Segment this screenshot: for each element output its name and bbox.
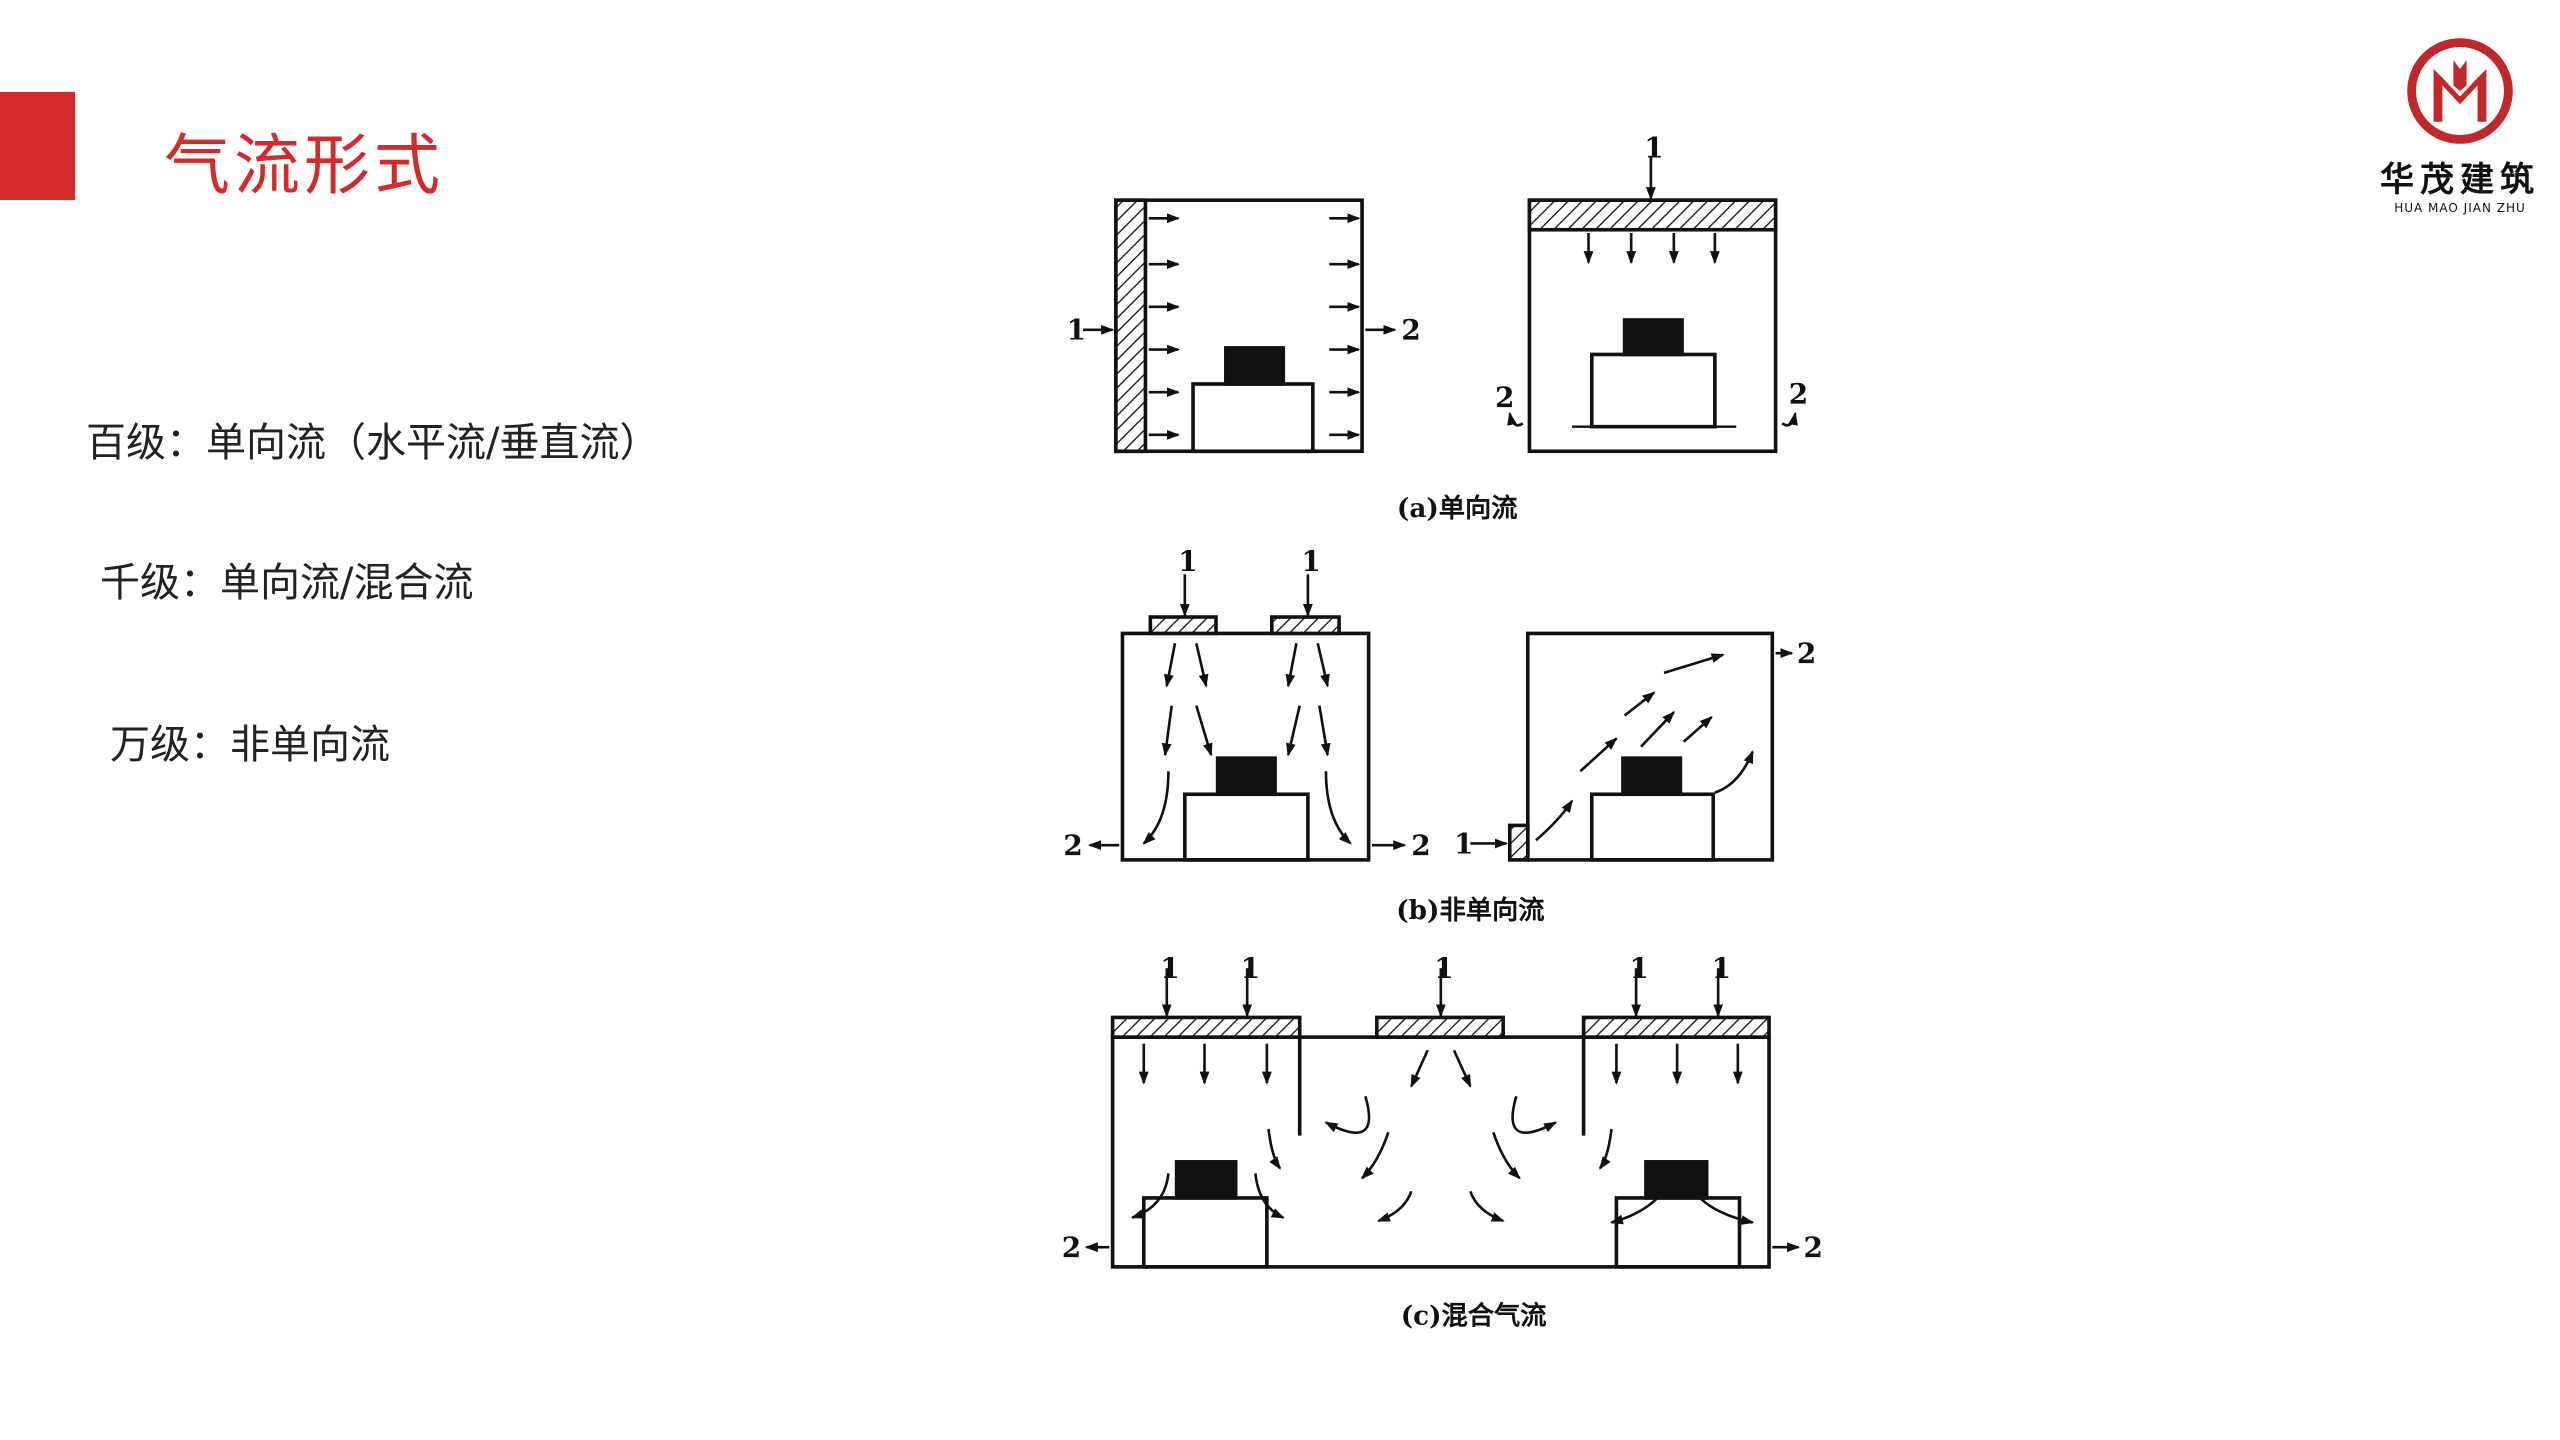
outlet-label: 2 [1797, 637, 1816, 670]
inlet-label: 1 [1454, 827, 1473, 860]
logo-english-name: HUA MAO JIAN ZHU [2394, 201, 2526, 215]
caption-b: (b)非单向流 [1396, 895, 1544, 926]
inlet-label: 1 [1067, 314, 1086, 347]
logo-emblem-icon [2407, 38, 2513, 144]
inlet-label: 1 [1160, 952, 1179, 985]
inlet-label: 1 [1241, 952, 1260, 985]
class-10000-text: 万级：非单向流 [110, 722, 390, 768]
outlet-label: 2 [1495, 381, 1514, 414]
class-1000-text: 千级：单向流/混合流 [100, 560, 474, 606]
outlet-label: 2 [1401, 314, 1420, 347]
diagram-c-mixed [1084, 968, 1801, 1269]
diagram-a-vertical [1507, 155, 1798, 454]
diagram-b-non-unidirectional [1088, 574, 1407, 862]
outlet-label: 2 [1803, 1231, 1822, 1264]
outlet-label: 2 [1063, 829, 1082, 862]
diagram-a-horizontal [1083, 198, 1397, 454]
inlet-label: 1 [1301, 545, 1320, 578]
inlet-label: 1 [1434, 952, 1453, 985]
outlet-label: 2 [1411, 829, 1430, 862]
inlet-label: 1 [1630, 952, 1649, 985]
inlet-label: 1 [1644, 132, 1663, 165]
logo-chinese-name: 华茂建筑 [2380, 160, 2540, 200]
inlet-label: 1 [1712, 952, 1731, 985]
inlet-label: 1 [1178, 545, 1197, 578]
class-100-text: 百级：单向流（水平流/垂直流） [86, 420, 660, 466]
diagram-b-side-supply [1470, 631, 1794, 862]
company-logo: 华茂建筑 HUA MAO JIAN ZHU [2370, 36, 2550, 215]
outlet-label: 2 [1789, 378, 1808, 411]
caption-a: (a)单向流 [1397, 493, 1518, 524]
caption-c: (c)混合气流 [1401, 1300, 1547, 1331]
page-title: 气流形式 [164, 127, 444, 204]
accent-bar [0, 92, 75, 200]
outlet-label: 2 [1062, 1231, 1081, 1264]
